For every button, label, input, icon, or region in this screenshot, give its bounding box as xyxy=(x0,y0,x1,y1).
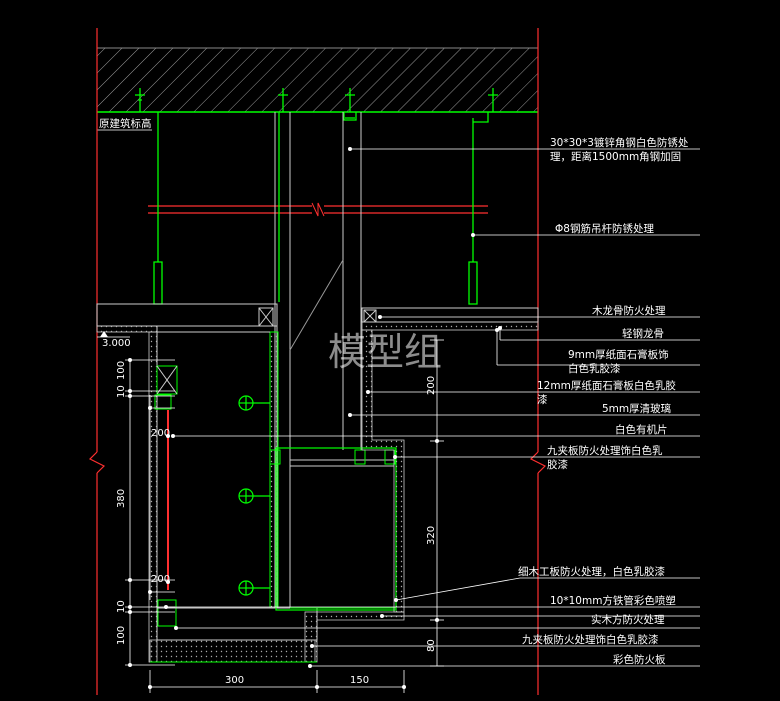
right-dim-dots xyxy=(435,439,439,622)
callout-c2: Φ8钢筋吊杆防锈处理 xyxy=(555,222,654,235)
callout-c1-line1: 30*30*3镀锌角钢白色防锈处 xyxy=(550,136,689,149)
callout-c4: 轻钢龙骨 xyxy=(622,327,664,340)
callout-c6-line1: 12mm厚纸面石膏板白色乳胶 xyxy=(537,379,676,392)
leader-dots xyxy=(164,147,502,668)
callout-texts: 30*30*3镀锌角钢白色防锈处 理，距离1500mm角钢加固 Φ8钢筋吊杆防锈… xyxy=(518,136,689,666)
callout-c11: 10*10mm方铁管彩色喷塑 xyxy=(550,594,676,607)
dim-left-200-top: 200 xyxy=(151,428,170,439)
ceiling-slab xyxy=(97,47,538,113)
callout-c8: 白色有机片 xyxy=(615,423,668,436)
dim-left-10-bottom: 10 xyxy=(116,600,127,613)
callout-c10: 细木工板防火处理，白色乳胶漆 xyxy=(518,565,665,578)
lamp-fixtures xyxy=(238,395,270,596)
elevation-marker: 3.000 xyxy=(97,331,131,349)
left-box xyxy=(148,325,318,663)
dim-left-200-bottom: 200 xyxy=(151,574,170,585)
left-dimensions xyxy=(125,359,175,666)
ceiling-label: 原建筑标高 xyxy=(99,117,152,130)
dim-right-200: 200 xyxy=(426,376,437,395)
callout-c1-line2: 理，距离1500mm角钢加固 xyxy=(550,150,681,163)
callout-c14: 彩色防火板 xyxy=(613,653,666,666)
dim-left-10-top: 10 xyxy=(116,385,127,398)
right-panel xyxy=(316,329,405,621)
ceiling-joists xyxy=(96,303,539,333)
callout-c12: 实木方防火处理 xyxy=(591,613,665,626)
dim-bottom-300: 300 xyxy=(225,675,244,686)
callout-c5-line1: 9mm厚纸面石膏板饰 xyxy=(568,348,669,361)
hanger-rods xyxy=(135,88,498,305)
callout-c9-line2: 胶漆 xyxy=(547,458,568,471)
outer-walls xyxy=(88,28,547,695)
watermark: 模型组 xyxy=(328,330,442,374)
bottom-dimensions xyxy=(149,670,405,693)
callout-c7: 5mm厚清玻璃 xyxy=(602,402,671,415)
dim-left-100-bottom: 100 xyxy=(116,626,127,645)
dim-right-80: 80 xyxy=(426,639,437,652)
callout-c5-line2: 白色乳胶漆 xyxy=(568,362,621,375)
leader-lines xyxy=(166,148,700,667)
callout-c6-line2: 漆 xyxy=(537,393,548,406)
dim-right-320: 320 xyxy=(426,526,437,545)
callout-c13: 九夹板防火处理饰白色乳胶漆 xyxy=(522,633,659,646)
dim-left-100-top: 100 xyxy=(116,361,127,380)
bottom-dim-dots xyxy=(148,685,406,689)
callout-c3: 木龙骨防火处理 xyxy=(592,304,666,317)
callout-c9-line1: 九夹板防火处理饰白色乳 xyxy=(547,444,663,457)
hanger-crossbar xyxy=(148,202,488,217)
left-dim-dots xyxy=(128,358,170,667)
dim-left-380: 380 xyxy=(116,489,127,508)
elevation-label: 3.000 xyxy=(102,338,131,349)
display-box xyxy=(269,447,397,611)
dim-bottom-150: 150 xyxy=(350,675,369,686)
left-dim-labels: 100 10 200 380 200 10 100 xyxy=(116,361,170,645)
